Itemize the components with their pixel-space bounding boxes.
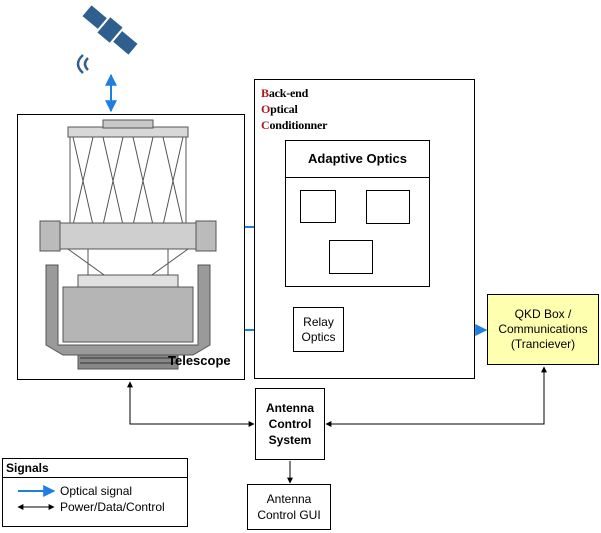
acs-line-1: Antenna (266, 401, 314, 415)
qkd-box-line-3: (Tranciever) (510, 337, 576, 351)
gui-line-2: Control GUI (257, 508, 321, 522)
adaptive-optics-box (285, 140, 430, 287)
legend-optical-label: Optical signal (60, 484, 133, 498)
adaptive-optics-block-c (329, 240, 373, 274)
qkd-box-line-1: QKD Box / (514, 307, 572, 321)
adaptive-optics-divider (285, 177, 430, 178)
relay-optics-line-2: Optics (301, 330, 336, 344)
legend-divider (2, 477, 188, 478)
boc-box (254, 79, 475, 379)
boc-label-line-1: Back-end (261, 86, 309, 100)
legend-title: Signals (6, 461, 49, 475)
qkd-box (487, 294, 599, 365)
boc-label-line-2: Optical (261, 102, 298, 116)
antenna-control-gui-box (247, 484, 331, 530)
relay-optics-line-1: Relay (303, 315, 334, 329)
gui-line-1: Antenna (266, 492, 312, 506)
telescope-illustration (39, 119, 217, 370)
adaptive-optics-block-a (300, 190, 336, 223)
acs-line-3: System (268, 433, 312, 447)
telescope-acs-link (127, 381, 255, 427)
telescope-label: Telescope (168, 353, 231, 368)
satellite-signal-waves (76, 54, 89, 74)
relay-optics-box (293, 307, 344, 352)
acs-line-2: Control (268, 417, 312, 431)
antenna-control-system-box (255, 388, 325, 460)
telescope-box: Telescope (17, 114, 245, 380)
adaptive-optics-title: Adaptive Optics (308, 151, 407, 166)
satellite-icon (82, 5, 138, 55)
qkd-box-line-2: Communications (498, 322, 588, 336)
acs-qkd-link (325, 366, 547, 427)
boc-label-line-3: Conditionner (261, 118, 328, 132)
adaptive-optics-block-b (366, 190, 410, 224)
legend-box (2, 458, 188, 527)
legend-power-label: Power/Data/Control (60, 500, 165, 514)
